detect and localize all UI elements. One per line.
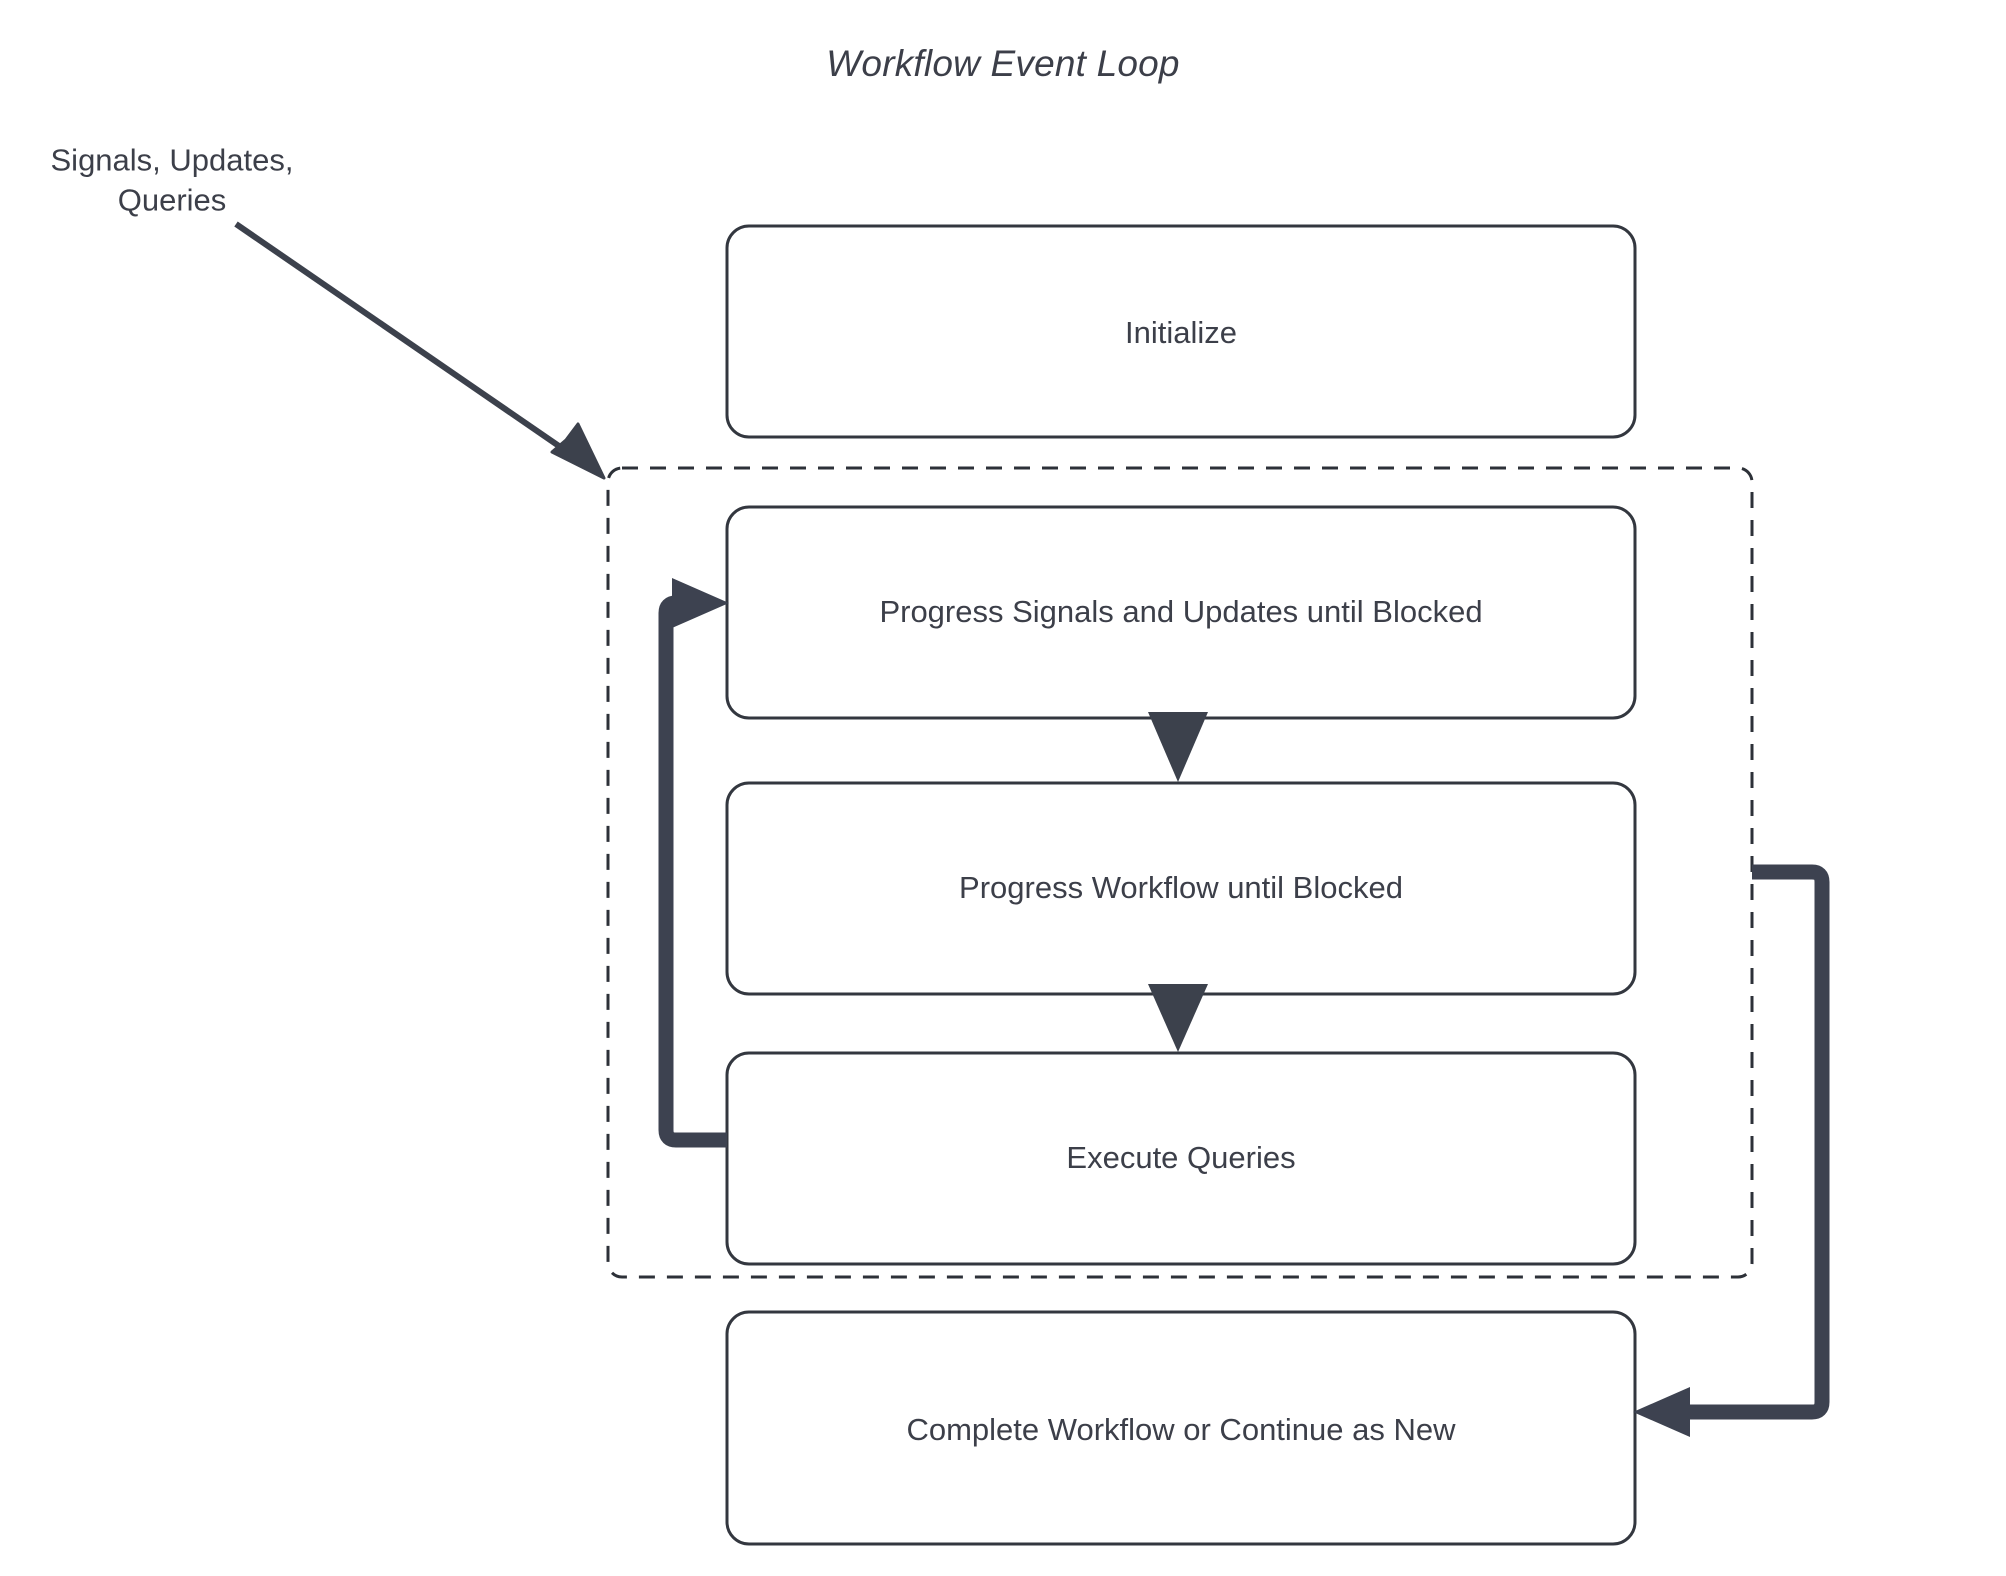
- edge-workflow-to-queries: [1148, 984, 1208, 1052]
- edge-group-to-complete: [1633, 864, 1830, 1437]
- edge-queries-loop-back: [658, 578, 729, 1148]
- node-execute-queries-box[interactable]: [725, 1051, 1637, 1266]
- node-progress-workflow-box[interactable]: [725, 781, 1637, 996]
- node-progress-signals-box[interactable]: [725, 505, 1637, 720]
- node-complete-workflow-box[interactable]: [725, 1310, 1637, 1546]
- event-loop-group-border: [606, 466, 1754, 1279]
- edge-external-input: [234, 221, 606, 480]
- node-initialize-box[interactable]: [725, 224, 1637, 439]
- edge-signals-to-workflow: [1148, 712, 1208, 782]
